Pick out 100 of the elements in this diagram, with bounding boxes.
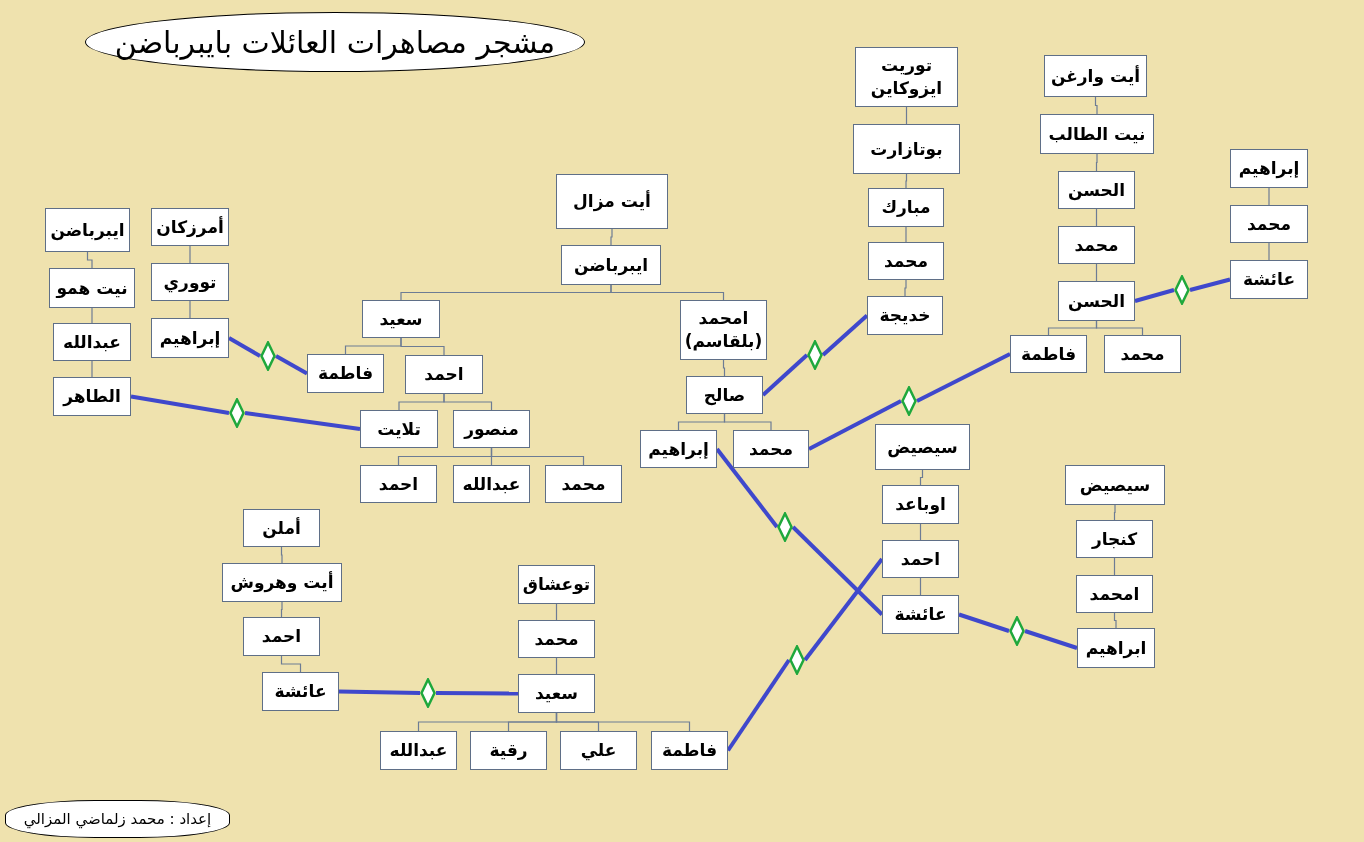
person-box: نيت همو <box>49 268 135 308</box>
person-box: توعشاق <box>518 565 595 604</box>
marriage-line <box>916 352 1011 403</box>
lineage-line <box>91 307 93 324</box>
person-box: امحمد <box>1076 575 1153 613</box>
marriage-diamond <box>229 398 245 428</box>
lineage-line <box>1113 504 1116 521</box>
marriage-line <box>808 399 902 451</box>
person-box: عبدالله <box>380 731 457 770</box>
marriage-line <box>821 314 869 357</box>
author-credit: إعداد : محمد زلماضي المزالي <box>5 800 230 838</box>
person-box: أيت وهروش <box>222 563 342 602</box>
lineage-line <box>1094 96 1098 115</box>
person-box: محمد <box>1230 205 1308 243</box>
person-box: محمد <box>1104 335 1181 373</box>
marriage-line <box>958 612 1010 633</box>
lineage-line <box>555 712 691 732</box>
person-box: سعيد <box>518 674 595 713</box>
lineage-line <box>280 655 302 673</box>
person-box: عبدالله <box>53 323 131 361</box>
person-box: محمد <box>1058 226 1135 264</box>
marriage-line <box>244 411 361 431</box>
person-box: احمد <box>243 617 320 656</box>
lineage-line <box>443 393 493 411</box>
diagram-title: مشجر مصاهرات العائلات بايبرباضن <box>85 12 585 72</box>
lineage-line <box>189 300 191 319</box>
lineage-line <box>1095 153 1098 172</box>
person-box: احمد <box>882 540 959 578</box>
person-box: تووري <box>151 263 229 301</box>
marriage-line <box>1189 277 1231 292</box>
person-box: الحسن <box>1058 281 1135 321</box>
person-box: احمد <box>405 355 483 394</box>
person-box: الحسن <box>1058 171 1135 209</box>
marriage-line <box>1024 629 1078 650</box>
person-box: علي <box>560 731 637 770</box>
marriage-line <box>761 353 809 397</box>
person-box: خديجة <box>867 296 943 335</box>
person-box: فاطمة <box>307 354 384 393</box>
lineage-line <box>280 601 283 618</box>
person-box: الطاهر <box>53 377 131 416</box>
lineage-line <box>1113 612 1117 629</box>
person-box: إبراهيم <box>1230 149 1308 188</box>
person-box: أيت مزال <box>556 174 668 229</box>
marriage-line <box>1134 288 1175 303</box>
marriage-line <box>338 689 421 695</box>
marriage-line <box>130 394 230 415</box>
marriage-line <box>436 691 518 696</box>
person-box: فاطمة <box>1010 335 1087 373</box>
lineage-line <box>610 284 725 301</box>
lineage-line <box>400 337 445 356</box>
lineage-line <box>904 279 907 297</box>
lineage-line <box>722 359 726 377</box>
person-box: سيصيض <box>875 424 970 470</box>
person-box: فاطمة <box>651 731 728 770</box>
person-box: بوتازارت <box>853 124 960 174</box>
marriage-line <box>803 557 884 662</box>
lineage-line <box>905 226 907 243</box>
person-box: كنجار <box>1076 520 1153 558</box>
marriage-diamond <box>777 512 793 542</box>
person-box: إبراهيم <box>151 318 229 358</box>
person-box: محمد <box>545 465 622 503</box>
marriage-diamond <box>420 678 436 708</box>
person-box: مبارك <box>868 188 944 227</box>
person-box: عائشة <box>882 595 959 634</box>
person-box: ايبرباضن <box>561 245 661 285</box>
marriage-line <box>228 336 261 358</box>
person-box: أملن <box>243 509 320 547</box>
person-box: محمد <box>518 620 595 658</box>
person-box: صالح <box>686 376 763 414</box>
lineage-line <box>1095 320 1144 336</box>
person-box: اوباعد <box>882 485 959 524</box>
person-box: تلايت <box>360 410 438 448</box>
person-box: ابراهيم <box>1077 628 1155 668</box>
person-box: عبدالله <box>453 465 530 503</box>
marriage-line <box>275 354 308 376</box>
person-box: إبراهيم <box>640 430 717 468</box>
lineage-line <box>723 413 772 431</box>
marriage-diamond <box>789 645 805 675</box>
lineage-line <box>189 245 191 264</box>
person-box: توريت ايزوكاين <box>855 47 958 107</box>
person-box: محمد <box>733 430 809 468</box>
person-box: عائشة <box>262 672 339 711</box>
marriage-diamond <box>1174 275 1190 305</box>
person-box: رقية <box>470 731 547 770</box>
marriage-line <box>715 447 779 529</box>
person-box: سيصيض <box>1065 465 1165 505</box>
lineage-line <box>1268 187 1270 206</box>
person-box: منصور <box>453 410 530 448</box>
lineage-line <box>490 447 585 466</box>
person-box: سعيد <box>362 300 440 338</box>
person-box: نيت الطالب <box>1040 114 1154 154</box>
lineage-line <box>905 173 908 189</box>
lineage-line <box>1268 242 1270 261</box>
lineage-line <box>86 251 93 269</box>
person-box: امحمد (بلقاسم) <box>680 300 767 360</box>
person-box: محمد <box>868 242 944 280</box>
marriage-diamond <box>260 341 276 371</box>
person-box: أمرزكان <box>151 208 229 246</box>
person-box: عائشة <box>1230 260 1308 299</box>
marriage-line <box>726 658 791 752</box>
